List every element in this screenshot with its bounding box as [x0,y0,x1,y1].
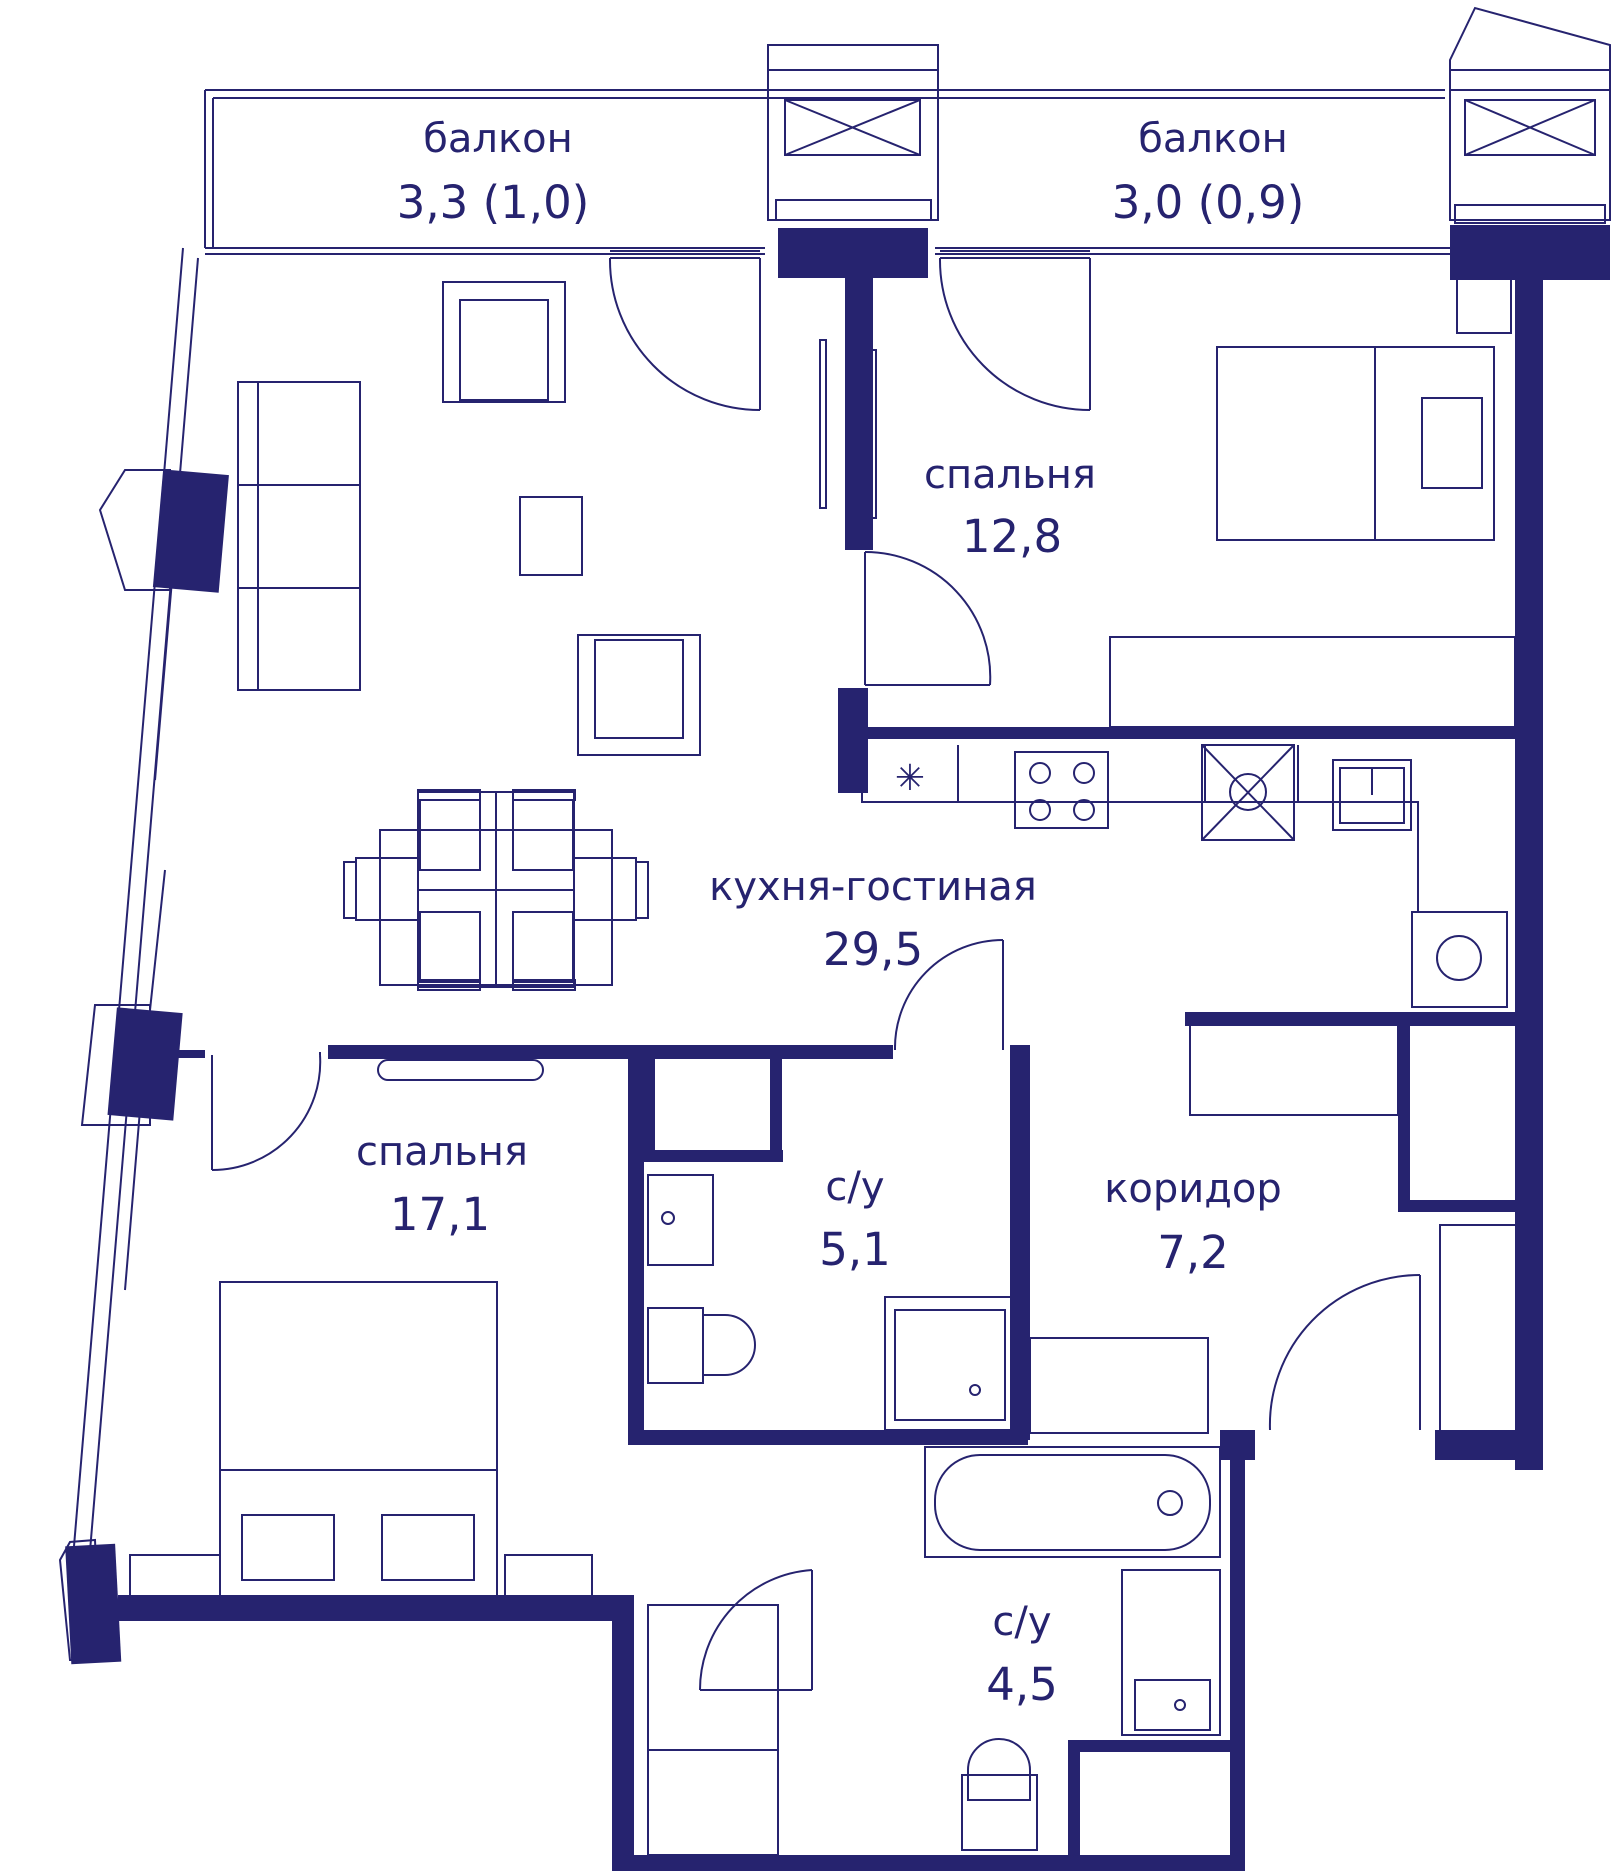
room-label-balcony-right: балкон 3,0 (0,9) [1112,116,1305,229]
room-name: спальня [356,1129,528,1175]
doors [211,257,1421,1691]
room-area: 29,5 [823,923,923,976]
room-area: 4,5 [986,1658,1058,1711]
balcony-outline [204,89,1455,255]
room-area: 7,2 [1157,1226,1229,1279]
facade-left [58,247,229,1665]
room-label-bedroom-small: спальня 12,8 [924,452,1096,563]
room-label-balcony-left: балкон 3,3 (1,0) [397,116,590,229]
room-label-corridor: коридор 7,2 [1104,1166,1282,1279]
living-furniture [237,281,877,991]
balcony-corner-right [1449,6,1611,280]
room-name: с/у [992,1599,1051,1645]
room-label-bathroom-1: с/у 5,1 [819,1164,891,1276]
corridor-furniture [1029,1024,1519,1436]
bathroom-1-furniture [647,1174,1016,1431]
bedroom-large-furniture [129,1059,593,1613]
fridge-icon: ✳ [895,758,925,799]
room-label-kitchen-living: кухня-гостиная 29,5 [709,864,1037,976]
walls [118,260,1543,1871]
kitchen-furniture: ✳ [861,257,1516,1008]
room-name: балкон [423,116,573,162]
room-area: 17,1 [390,1188,490,1241]
room-area: 3,0 (0,9) [1112,176,1305,229]
room-area: 5,1 [819,1223,891,1276]
room-name: коридор [1104,1166,1282,1212]
room-name: балкон [1138,116,1288,162]
room-label-bedroom-large: спальня 17,1 [356,1129,528,1241]
room-area: 3,3 (1,0) [397,176,590,229]
room-name: спальня [924,452,1096,498]
balcony-divider [767,44,939,278]
bathroom-2-furniture [647,1446,1221,1856]
room-name: с/у [825,1164,884,1210]
room-label-bathroom-2: с/у 4,5 [986,1599,1058,1711]
room-name: кухня-гостиная [709,864,1037,910]
room-area: 12,8 [962,510,1062,563]
